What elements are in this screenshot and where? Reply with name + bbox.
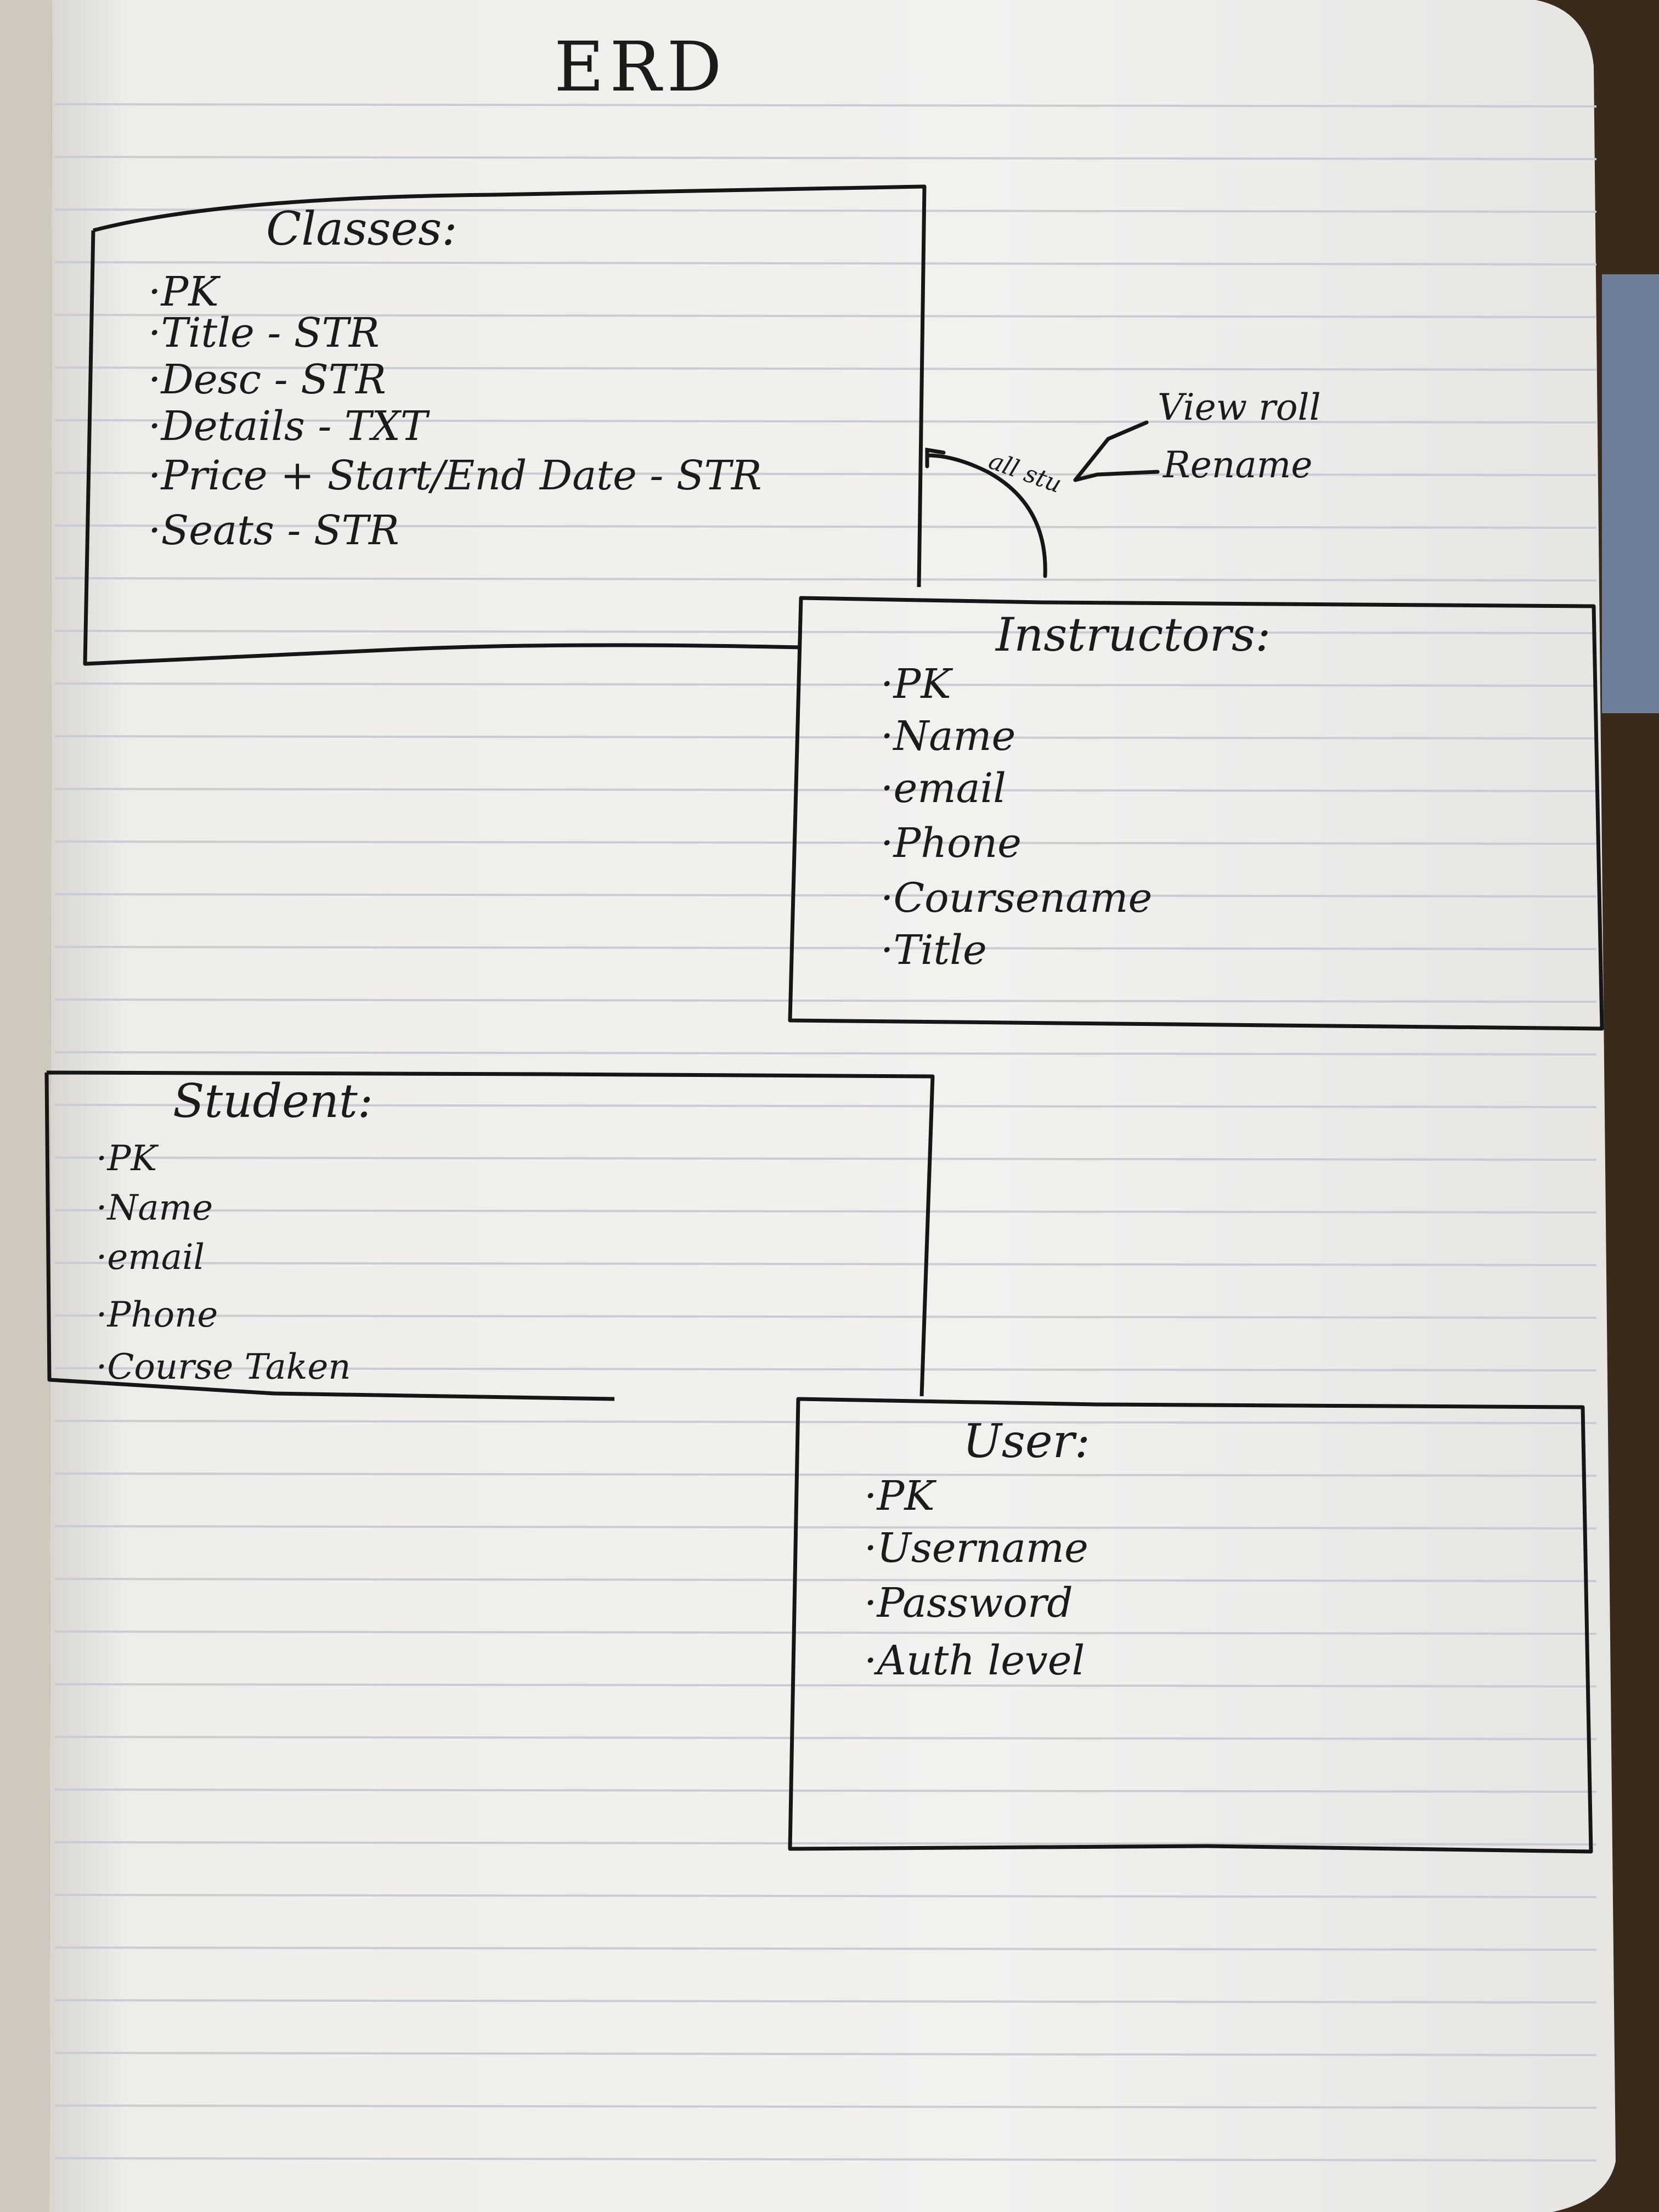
ruled-line bbox=[54, 472, 1597, 476]
student-field-course-taken: ·Course Taken bbox=[96, 1347, 351, 1387]
student-box bbox=[44, 1070, 935, 1401]
classes-field-desc: ·Desc - STR bbox=[148, 356, 386, 403]
ruled-line bbox=[54, 1156, 1597, 1161]
ruled-line bbox=[54, 2157, 1597, 2162]
ruled-line bbox=[54, 1788, 1597, 1793]
classes-box bbox=[83, 184, 927, 666]
ruled-line bbox=[54, 946, 1597, 950]
ruled-line bbox=[54, 156, 1597, 160]
ruled-line bbox=[54, 630, 1597, 634]
ruled-line bbox=[54, 1525, 1597, 1530]
ruled-line bbox=[54, 103, 1597, 108]
ruled-line bbox=[54, 1472, 1597, 1477]
classes-field-price-dates: ·Price + Start/End Date - STR bbox=[148, 452, 762, 499]
ruled-line bbox=[54, 1420, 1597, 1424]
classes-field-details: ·Details - TXT bbox=[148, 403, 428, 450]
user-box bbox=[788, 1397, 1593, 1854]
instructors-field-pk: ·PK bbox=[881, 661, 951, 708]
classes-heading: Classes: bbox=[266, 202, 458, 256]
student-field-name: ·Name bbox=[96, 1188, 213, 1228]
ruled-line bbox=[54, 1683, 1597, 1688]
ruled-line bbox=[54, 1946, 1597, 1951]
ruled-line bbox=[54, 577, 1597, 582]
ruled-line bbox=[54, 1736, 1597, 1740]
relationship-arc bbox=[925, 453, 1047, 578]
user-field-pk: ·PK bbox=[864, 1472, 935, 1520]
relationship-connector bbox=[925, 420, 1160, 578]
arrowhead bbox=[925, 447, 946, 469]
instructors-field-title: ·Title bbox=[881, 927, 987, 974]
ruled-line bbox=[54, 1051, 1597, 1056]
ruled-line bbox=[54, 1894, 1597, 1898]
ruled-lines bbox=[54, 103, 1597, 2162]
instructors-heading: Instructors: bbox=[996, 608, 1271, 662]
ruled-line bbox=[54, 1104, 1597, 1108]
left-page-edge bbox=[0, 0, 52, 2212]
annotation-rename: Rename bbox=[1163, 444, 1313, 486]
instructors-box bbox=[788, 596, 1604, 1031]
ruled-line bbox=[54, 735, 1597, 740]
annotation-leader-upper bbox=[1073, 420, 1149, 482]
ruled-line bbox=[54, 788, 1597, 792]
ruled-line bbox=[54, 419, 1597, 424]
student-field-email: ·email bbox=[96, 1237, 205, 1278]
ruled-line bbox=[54, 1841, 1597, 1846]
annotation-view-roll: View roll bbox=[1158, 386, 1321, 428]
instructors-field-coursename: ·Coursename bbox=[881, 874, 1153, 922]
user-heading: User: bbox=[963, 1414, 1091, 1468]
ruled-line bbox=[54, 1367, 1597, 1372]
ruled-line bbox=[54, 208, 1597, 213]
entity-boxes bbox=[44, 184, 1604, 1854]
ruled-line bbox=[54, 524, 1597, 529]
ruled-line bbox=[54, 261, 1597, 266]
instructors-field-phone: ·Phone bbox=[881, 820, 1022, 867]
ruled-line bbox=[54, 1262, 1597, 1266]
ruled-line bbox=[54, 314, 1597, 318]
user-field-password: ·Password bbox=[864, 1579, 1073, 1627]
ruled-line bbox=[54, 682, 1597, 687]
instructors-field-email: ·email bbox=[881, 765, 1006, 812]
ruled-line bbox=[54, 2052, 1597, 2056]
classes-field-pk: ·PK bbox=[148, 268, 219, 315]
blue-object bbox=[1602, 274, 1659, 713]
classes-field-title: ·Title - STR bbox=[148, 309, 380, 357]
ruled-line bbox=[54, 998, 1597, 1003]
annotation-leader-lower bbox=[1073, 470, 1160, 482]
ruled-line bbox=[54, 893, 1597, 898]
student-field-pk: ·PK bbox=[96, 1138, 157, 1179]
ruled-line bbox=[54, 2104, 1597, 2109]
user-field-username: ·Username bbox=[864, 1525, 1088, 1572]
ruled-line bbox=[54, 840, 1597, 845]
student-field-phone: ·Phone bbox=[96, 1295, 218, 1335]
student-heading: Student: bbox=[173, 1074, 374, 1128]
ruled-line bbox=[54, 1314, 1597, 1319]
ruled-line bbox=[54, 1209, 1597, 1214]
ruled-line bbox=[54, 1630, 1597, 1635]
user-field-auth-level: ·Auth level bbox=[864, 1637, 1085, 1684]
ruled-line bbox=[54, 366, 1597, 371]
page-title: ERD bbox=[554, 27, 727, 107]
ruled-line bbox=[54, 1999, 1597, 2004]
instructors-field-name: ·Name bbox=[881, 713, 1016, 760]
classes-field-seats: ·Seats - STR bbox=[148, 507, 399, 554]
ruled-line bbox=[54, 1578, 1597, 1582]
